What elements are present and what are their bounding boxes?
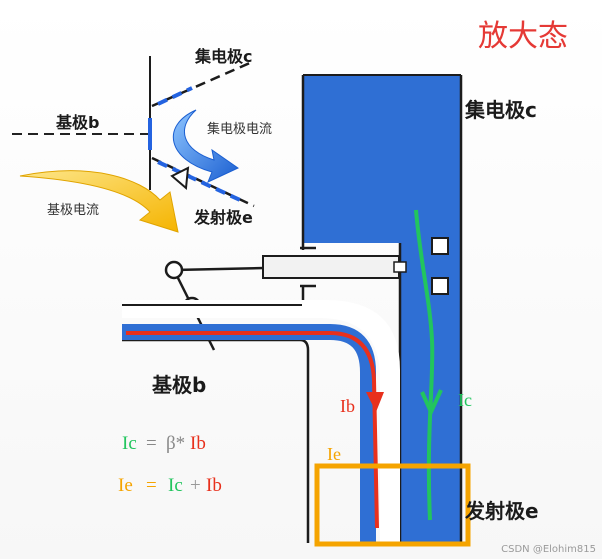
- formula1-rhs: Ib: [190, 433, 206, 454]
- formula1-eq: =: [146, 433, 157, 454]
- lever-arm: [173, 266, 265, 272]
- transistor-symbol: [12, 56, 255, 208]
- valve-square-lower: [431, 277, 449, 295]
- symbol-collector-label: 集电极c: [194, 47, 253, 66]
- collector-current-label: 集电极电流: [207, 121, 272, 137]
- watermark: CSDN @Elohim815: [501, 544, 596, 555]
- formula1-beta: β*: [166, 433, 185, 454]
- pipe-system: [122, 74, 471, 547]
- formula2-term1: Ic: [168, 475, 183, 496]
- pivot-circle-upper: [164, 260, 184, 280]
- pipe-emitter-label: 发射极e: [464, 499, 539, 523]
- ic-arrow-icon: [420, 389, 443, 417]
- formula2-lhs: Ie: [118, 475, 133, 496]
- ib-arrow-icon: [366, 392, 384, 412]
- ic-flow-label: Ic: [458, 390, 472, 410]
- collector-current-arrow-icon: [172, 109, 240, 183]
- symbol-base-label: 基极b: [55, 113, 99, 132]
- base-pipe-space: [122, 300, 400, 543]
- collector-tank: [303, 75, 461, 243]
- base-current-label: 基极电流: [47, 203, 99, 218]
- ie-highlight-box: [314, 463, 471, 547]
- base-current-arrow-icon: [19, 170, 179, 233]
- formula1-lhs: Ic: [122, 433, 137, 454]
- ib-flow-line: [126, 331, 379, 529]
- plunger-tip: [393, 261, 407, 273]
- emitter-arrow-icon: [170, 166, 190, 191]
- ib-flow-label: Ib: [340, 396, 355, 416]
- valve-square-upper: [431, 237, 449, 255]
- pipe-base-label: 基极b: [152, 373, 206, 397]
- formula2-plus: +: [190, 475, 201, 496]
- formula2-term2: Ib: [206, 475, 222, 496]
- symbol-collector-lead: [151, 60, 253, 108]
- symbol-emitter-label: 发射极e: [193, 208, 253, 227]
- ie-flow-label: Ie: [327, 444, 341, 464]
- formula2-eq: =: [146, 475, 157, 496]
- pipe-collector-label: 集电极c: [464, 98, 537, 122]
- symbol-collector-current: [157, 86, 193, 106]
- page-title: 放大态: [478, 19, 568, 54]
- ic-flow-line: [414, 209, 435, 521]
- formula-ie: Ie = Ic + Ib: [118, 475, 222, 496]
- valve-plunger: [262, 255, 400, 279]
- formula-ic: Ic = β* Ib: [122, 433, 206, 454]
